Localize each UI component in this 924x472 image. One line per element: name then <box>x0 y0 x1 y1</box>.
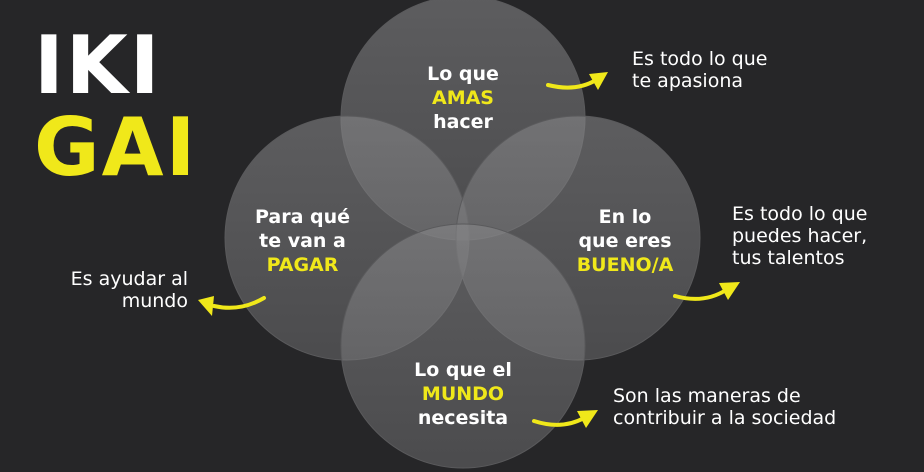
circle-right-line1: En lo <box>598 206 652 228</box>
circle-left-line2: te van a <box>259 230 346 252</box>
circle-right-line2: que eres <box>578 230 672 252</box>
note-bottom-line1: Son las maneras de <box>613 385 801 407</box>
note-top-line1: Es todo lo que <box>632 48 768 70</box>
circle-bottom-highlight: MUNDO <box>421 383 505 405</box>
circle-bottom-line1: Lo que el <box>414 359 512 381</box>
circle-label-right: En lo que eres BUENO/A <box>565 205 685 277</box>
note-right-line3: tus talentos <box>732 247 845 269</box>
note-left-line2: mundo <box>121 290 188 312</box>
arrow-icon <box>198 296 266 316</box>
title-iki: IKI <box>34 19 162 112</box>
arrow-icon <box>673 282 740 301</box>
note-top-line2: te apasiona <box>632 70 744 92</box>
circle-bottom <box>340 223 586 469</box>
note-right-line1: Es todo lo que <box>732 203 868 225</box>
note-left: Es ayudar al mundo <box>70 268 188 312</box>
circle-label-left: Para qué te van a PAGAR <box>240 205 365 277</box>
arrow-icon <box>532 410 598 428</box>
note-right-line2: puedes hacer, <box>732 225 868 247</box>
note-bottom: Son las maneras de contribuir a la socie… <box>613 385 836 429</box>
note-bottom-line2: contribuir a la sociedad <box>613 407 837 429</box>
circle-left-line1: Para qué <box>254 206 351 228</box>
circle-right-highlight: BUENO/A <box>576 254 674 276</box>
note-left-line1: Es ayudar al <box>70 268 188 290</box>
note-top: Es todo lo que te apasiona <box>632 48 767 92</box>
note-right: Es todo lo que puedes hacer, tus talento… <box>732 203 867 269</box>
circle-top-line3: hacer <box>433 111 493 133</box>
circle-top-highlight: AMAS <box>431 87 494 109</box>
circle-label-bottom: Lo que el MUNDO necesita <box>400 358 526 430</box>
arrow-icon <box>546 72 608 90</box>
circle-label-top: Lo que AMAS hacer <box>403 62 523 134</box>
circle-bottom-line3: necesita <box>417 407 509 429</box>
circle-top-line1: Lo que <box>427 63 499 85</box>
circle-left-highlight: PAGAR <box>266 254 339 276</box>
title-gai: GAI <box>34 101 198 194</box>
